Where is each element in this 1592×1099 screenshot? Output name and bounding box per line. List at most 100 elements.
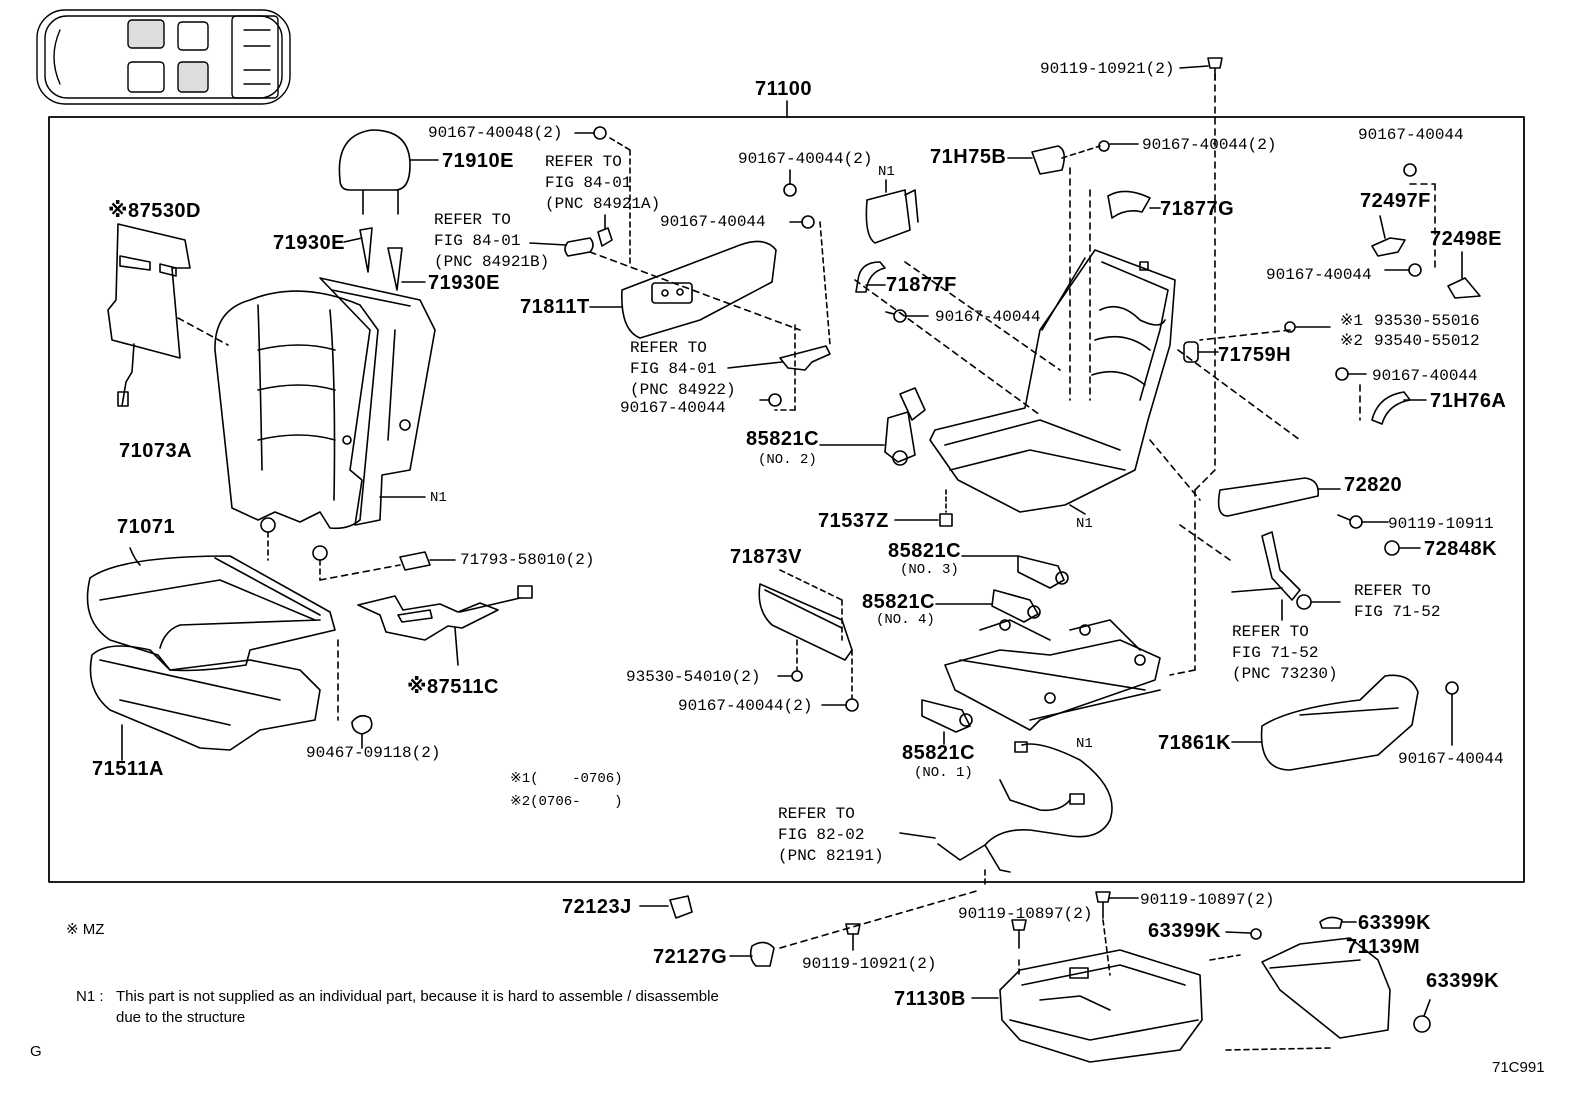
part-93540-55012[interactable]: 93540-55012 xyxy=(1374,332,1480,350)
part-71537Z[interactable]: 71537Z xyxy=(818,510,889,532)
part-71930E-b[interactable]: 71930E xyxy=(428,272,500,294)
part-71930E-a[interactable]: 71930E xyxy=(273,232,345,254)
corner-letter: G xyxy=(30,1043,42,1060)
n1-frame: N1 xyxy=(1076,516,1093,532)
part-72498E[interactable]: 72498E xyxy=(1430,228,1502,250)
seatback-cover-icon xyxy=(214,290,379,581)
headrest-guide-icon xyxy=(343,227,426,291)
mark-1: ※1 xyxy=(1340,312,1364,330)
part-63399K-b[interactable]: 63399K xyxy=(1358,912,1432,934)
part-71759H[interactable]: 71759H xyxy=(1218,344,1292,366)
seat-cushion-cover-icon xyxy=(86,547,336,672)
part-93530-55016[interactable]: 93530-55016 xyxy=(1374,312,1480,330)
frame-screw-icon xyxy=(885,309,929,323)
part-90167-40044-2b[interactable]: 90167-40044(2) xyxy=(1142,136,1277,154)
part-90167-40044-b[interactable]: 90167-40044 xyxy=(620,399,726,417)
part-72127G[interactable]: 72127G xyxy=(653,946,728,968)
part-63399K-c[interactable]: 63399K xyxy=(1426,970,1500,992)
seat-frame-icon xyxy=(929,249,1176,515)
no4-label: (NO. 4) xyxy=(876,612,935,628)
part-85821C-no1[interactable]: 85821C xyxy=(902,742,976,764)
part-90167-40044-2c[interactable]: 90167-40044(2) xyxy=(678,697,813,715)
cushion-heater-icon xyxy=(357,585,533,666)
n1-track: N1 xyxy=(1076,736,1093,752)
part-90119-10897-b[interactable]: 90119-10897(2) xyxy=(958,905,1093,923)
legend-n1-line1: This part is not supplied as an individu… xyxy=(116,988,719,1005)
part-93530-54010[interactable]: 93530-54010(2) xyxy=(626,668,761,686)
hook-71759h-icon xyxy=(1183,321,1331,363)
n1-motor: N1 xyxy=(878,164,895,180)
part-90167-40044-f[interactable]: 90167-40044 xyxy=(1372,367,1478,385)
part-71071[interactable]: 71071 xyxy=(117,516,176,538)
part-71811T[interactable]: 71811T xyxy=(520,296,590,318)
part-90167-40044-g[interactable]: 90167-40044 xyxy=(1398,750,1504,768)
part-90119-10921-b[interactable]: 90119-10921(2) xyxy=(802,955,937,973)
part-87511C[interactable]: ※87511C xyxy=(407,676,499,698)
part-71130B[interactable]: 71130B xyxy=(894,988,966,1010)
part-90167-40044-a[interactable]: 90167-40044 xyxy=(660,213,766,231)
part-71861K[interactable]: 71861K xyxy=(1158,732,1232,754)
cover-71h75b-icon xyxy=(1007,140,1139,175)
part-90167-40044-2a[interactable]: 90167-40044(2) xyxy=(738,150,873,168)
bracket-72498e-icon xyxy=(1447,251,1481,299)
part-90167-40044-e[interactable]: 90167-40044 xyxy=(1266,266,1372,284)
period-note-2: ※2(0706- ) xyxy=(510,794,623,810)
part-71793[interactable]: 71793-58010(2) xyxy=(460,551,595,569)
switch-knob-icon xyxy=(597,214,613,247)
part-72820[interactable]: 72820 xyxy=(1344,474,1403,496)
part-87530D[interactable]: ※87530D xyxy=(108,200,202,222)
part-90167-40044-d[interactable]: 90167-40044 xyxy=(1358,126,1464,144)
shield-screw-icon xyxy=(759,169,831,411)
part-90467[interactable]: 90467-09118(2) xyxy=(306,744,441,762)
part-85821C-no4[interactable]: 85821C xyxy=(862,591,936,613)
part-71073A[interactable]: 71073A xyxy=(119,440,193,462)
part-72848K[interactable]: 72848K xyxy=(1424,538,1498,560)
wire-harness-icon xyxy=(899,741,1113,889)
screw-clip-icon xyxy=(574,126,631,266)
part-85821C-no3[interactable]: 85821C xyxy=(888,540,962,562)
no1-label: (NO. 1) xyxy=(914,765,973,781)
storage-tray-icon xyxy=(971,949,1203,1063)
part-71139M[interactable]: 71139M xyxy=(1346,936,1421,958)
seat-track-icon xyxy=(944,619,1161,731)
part-63399K-a[interactable]: 63399K xyxy=(1148,920,1222,942)
cap-72123j-icon xyxy=(639,895,693,919)
side-airbag-icon xyxy=(865,179,919,244)
side-cover-71861k-icon xyxy=(1231,674,1459,771)
legend-mz: ※ MZ xyxy=(66,921,105,938)
bracket-72497f-icon xyxy=(1371,163,1422,277)
part-71877F[interactable]: 71877F xyxy=(886,274,957,296)
seat-track-cover-icon xyxy=(758,569,859,712)
part-71511A[interactable]: 71511A xyxy=(92,758,164,780)
part-71877G[interactable]: 71877G xyxy=(1160,198,1235,220)
part-90167-40048[interactable]: 90167-40048(2) xyxy=(428,124,563,142)
part-72123J[interactable]: 72123J xyxy=(562,896,632,918)
hog-ring-icon xyxy=(337,639,373,749)
vehicle-seat-locator-icon xyxy=(36,9,291,105)
mark-2: ※2 xyxy=(1340,332,1364,350)
part-90167-40044-c[interactable]: 90167-40044 xyxy=(935,308,1041,326)
part-72497F[interactable]: 72497F xyxy=(1360,190,1431,212)
armrest-icon xyxy=(1217,477,1421,556)
part-71H76A[interactable]: 71H76A xyxy=(1430,390,1507,412)
part-71H75B[interactable]: 71H75B xyxy=(930,146,1007,168)
part-90119-10921-top[interactable]: 90119-10921(2) xyxy=(1040,60,1175,78)
seatback-pad-icon xyxy=(319,277,436,526)
part-85821C-no2[interactable]: 85821C xyxy=(746,428,820,450)
main-assembly-label[interactable]: 71100 xyxy=(755,78,813,100)
part-90119-10911[interactable]: 90119-10911 xyxy=(1388,515,1494,533)
part-71910E[interactable]: 71910E xyxy=(442,150,514,172)
cover-71877f-icon xyxy=(855,261,886,293)
diagram-code: 71C991 xyxy=(1492,1059,1545,1076)
part-90119-10897-a[interactable]: 90119-10897(2) xyxy=(1140,891,1275,909)
side-shield-icon xyxy=(589,240,777,339)
part-71873V[interactable]: 71873V xyxy=(730,546,802,568)
bracket-84922-icon xyxy=(727,345,831,371)
